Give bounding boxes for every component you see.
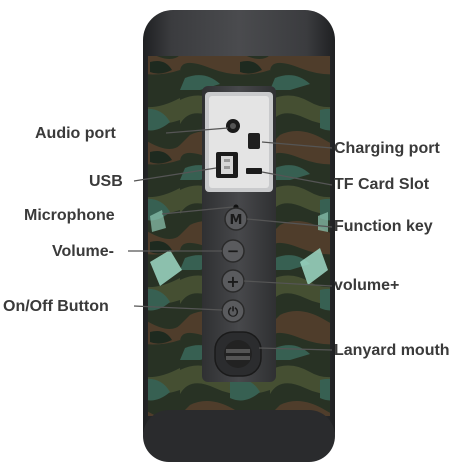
label-on-off-button: On/Off Button xyxy=(3,298,109,315)
label-charging-port: Charging port xyxy=(334,140,440,157)
label-audio-port: Audio port xyxy=(35,125,116,142)
label-microphone: Microphone xyxy=(24,207,115,224)
plus-glyph: + xyxy=(226,272,239,291)
function-key-button[interactable]: M xyxy=(224,207,248,231)
power-button[interactable]: ⏻ xyxy=(221,299,245,323)
tf-card-slot xyxy=(246,168,262,174)
lanyard-mouth xyxy=(214,331,262,377)
function-key-glyph: M xyxy=(230,213,243,228)
label-volume-minus: Volume- xyxy=(52,243,114,260)
power-icon: ⏻ xyxy=(228,305,239,320)
label-usb: USB xyxy=(89,173,123,190)
usb-port xyxy=(216,152,238,178)
label-volume-plus: volume+ xyxy=(334,277,400,294)
label-function-key: Function key xyxy=(334,218,433,235)
charging-port xyxy=(248,133,260,149)
volume-minus-button[interactable]: − xyxy=(221,239,245,263)
leader-lines xyxy=(128,127,333,351)
volume-plus-button[interactable]: + xyxy=(221,269,245,293)
audio-port xyxy=(226,119,240,133)
minus-glyph: − xyxy=(227,242,240,260)
label-tf-card-slot: TF Card Slot xyxy=(334,176,430,193)
label-lanyard-mouth: Lanyard mouth xyxy=(334,342,450,359)
